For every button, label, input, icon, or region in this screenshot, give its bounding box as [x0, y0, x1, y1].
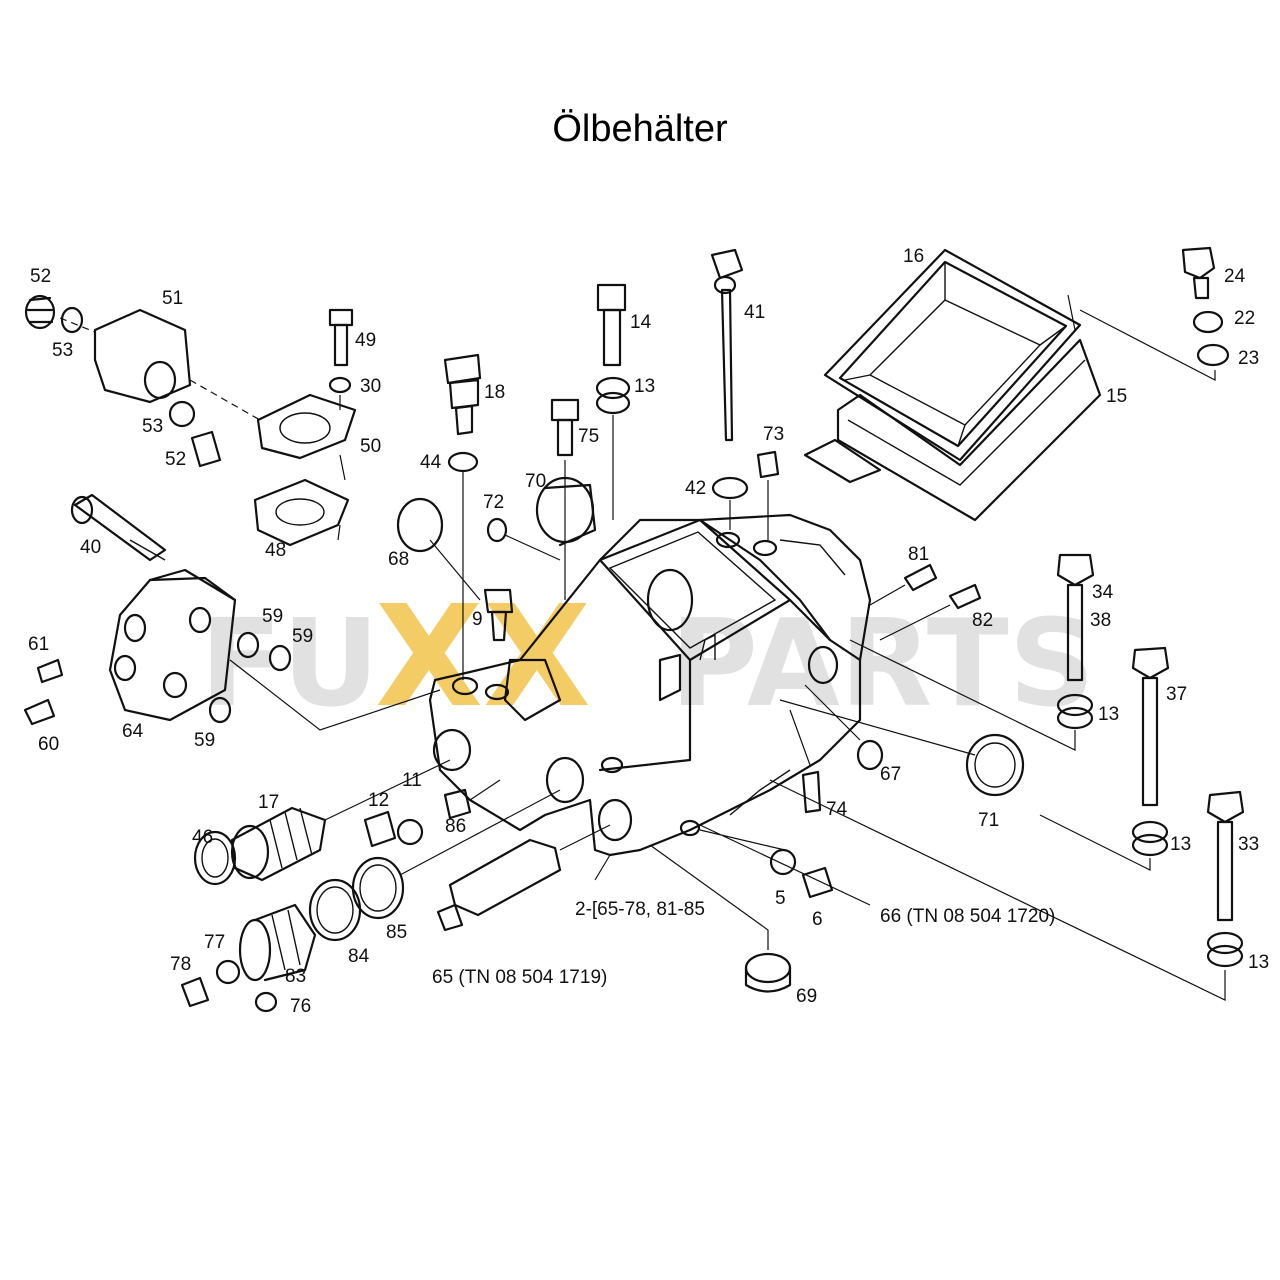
callout-73: 73 — [763, 424, 784, 445]
callout-30: 30 — [360, 376, 381, 397]
callout-41: 41 — [744, 302, 765, 323]
valve-block-assembly — [23, 493, 441, 731]
callout-59-b: 59 — [292, 626, 313, 647]
callout-85: 85 — [386, 922, 407, 943]
callout-23: 23 — [1238, 348, 1259, 369]
callout-61: 61 — [28, 634, 49, 655]
callout-40: 40 — [80, 537, 101, 558]
callout-68: 68 — [388, 549, 409, 570]
callout-51: 51 — [162, 288, 183, 309]
callout-33: 33 — [1238, 834, 1259, 855]
callout-34: 34 — [1092, 582, 1114, 603]
oil-reservoir-cover — [803, 248, 1102, 522]
callout-75: 75 — [578, 426, 599, 447]
callout-72: 72 — [483, 492, 504, 513]
callout-74: 74 — [826, 799, 848, 820]
callout-76: 76 — [290, 996, 311, 1017]
callout-48: 48 — [265, 540, 286, 561]
callout-86: 86 — [445, 816, 466, 837]
callout-44: 44 — [420, 452, 442, 473]
callout-13-top: 13 — [634, 376, 655, 397]
callout-60: 60 — [38, 734, 59, 755]
callout-82: 82 — [972, 610, 993, 631]
callout-13-third: 13 — [1170, 834, 1191, 855]
callout-11: 11 — [402, 770, 422, 791]
callout-53-bottom: 53 — [142, 416, 163, 437]
port-fitting-assembly — [24, 294, 357, 547]
left-lower-parts — [180, 759, 871, 1013]
diagram-title: Ölbehälter — [552, 108, 728, 150]
watermark: FU XX PARTS — [200, 576, 1095, 739]
callout-12: 12 — [368, 790, 389, 811]
main-housing — [428, 513, 872, 857]
callout-22: 22 — [1234, 308, 1255, 329]
callout-38: 38 — [1090, 610, 1111, 631]
callout-83: 83 — [285, 966, 306, 987]
callout-13-second: 13 — [1098, 704, 1119, 725]
callout-18: 18 — [484, 382, 505, 403]
callout-66: 66 (TN 08 504 1720) — [880, 906, 1055, 927]
callout-6: 6 — [812, 909, 823, 930]
callout-81: 81 — [908, 544, 929, 565]
watermark-parts: PARTS — [670, 595, 1095, 734]
callout-78: 78 — [170, 954, 191, 975]
callout-49: 49 — [355, 330, 376, 351]
callout-37: 37 — [1166, 684, 1187, 705]
callout-67: 67 — [880, 764, 901, 785]
callout-50: 50 — [360, 436, 381, 457]
callout-5: 5 — [775, 888, 786, 909]
callout-13-fourth: 13 — [1248, 952, 1269, 973]
callout-70: 70 — [525, 471, 546, 492]
callout-69: 69 — [796, 986, 817, 1007]
callout-24: 24 — [1224, 266, 1246, 287]
callout-46: 46 — [192, 827, 213, 848]
right-side-bolts — [769, 246, 1245, 1001]
callout-9: 9 — [472, 609, 483, 630]
callout-53-top: 53 — [52, 340, 73, 361]
callout-2-housing: 2-[65-78, 81-85 — [575, 899, 705, 920]
top-center-parts — [396, 248, 982, 680]
callout-84: 84 — [348, 946, 370, 967]
callout-59-a: 59 — [262, 606, 283, 627]
callout-65-filter: 65 (TN 08 504 1719) — [432, 967, 607, 988]
callout-71: 71 — [978, 810, 999, 831]
callout-59-c: 59 — [194, 730, 215, 751]
callout-42: 42 — [685, 478, 706, 499]
callout-64: 64 — [122, 721, 144, 742]
callout-15: 15 — [1106, 386, 1127, 407]
callout-16: 16 — [903, 246, 924, 267]
watermark-xx: XX — [375, 576, 591, 739]
callout-labels: 52 51 53 53 52 49 30 50 48 40 61 60 64 5… — [28, 246, 1269, 1017]
callout-14: 14 — [630, 312, 652, 333]
callout-17: 17 — [258, 792, 279, 813]
callout-52-bottom: 52 — [165, 449, 186, 470]
callout-77: 77 — [204, 932, 225, 953]
callout-52-top: 52 — [30, 266, 51, 287]
